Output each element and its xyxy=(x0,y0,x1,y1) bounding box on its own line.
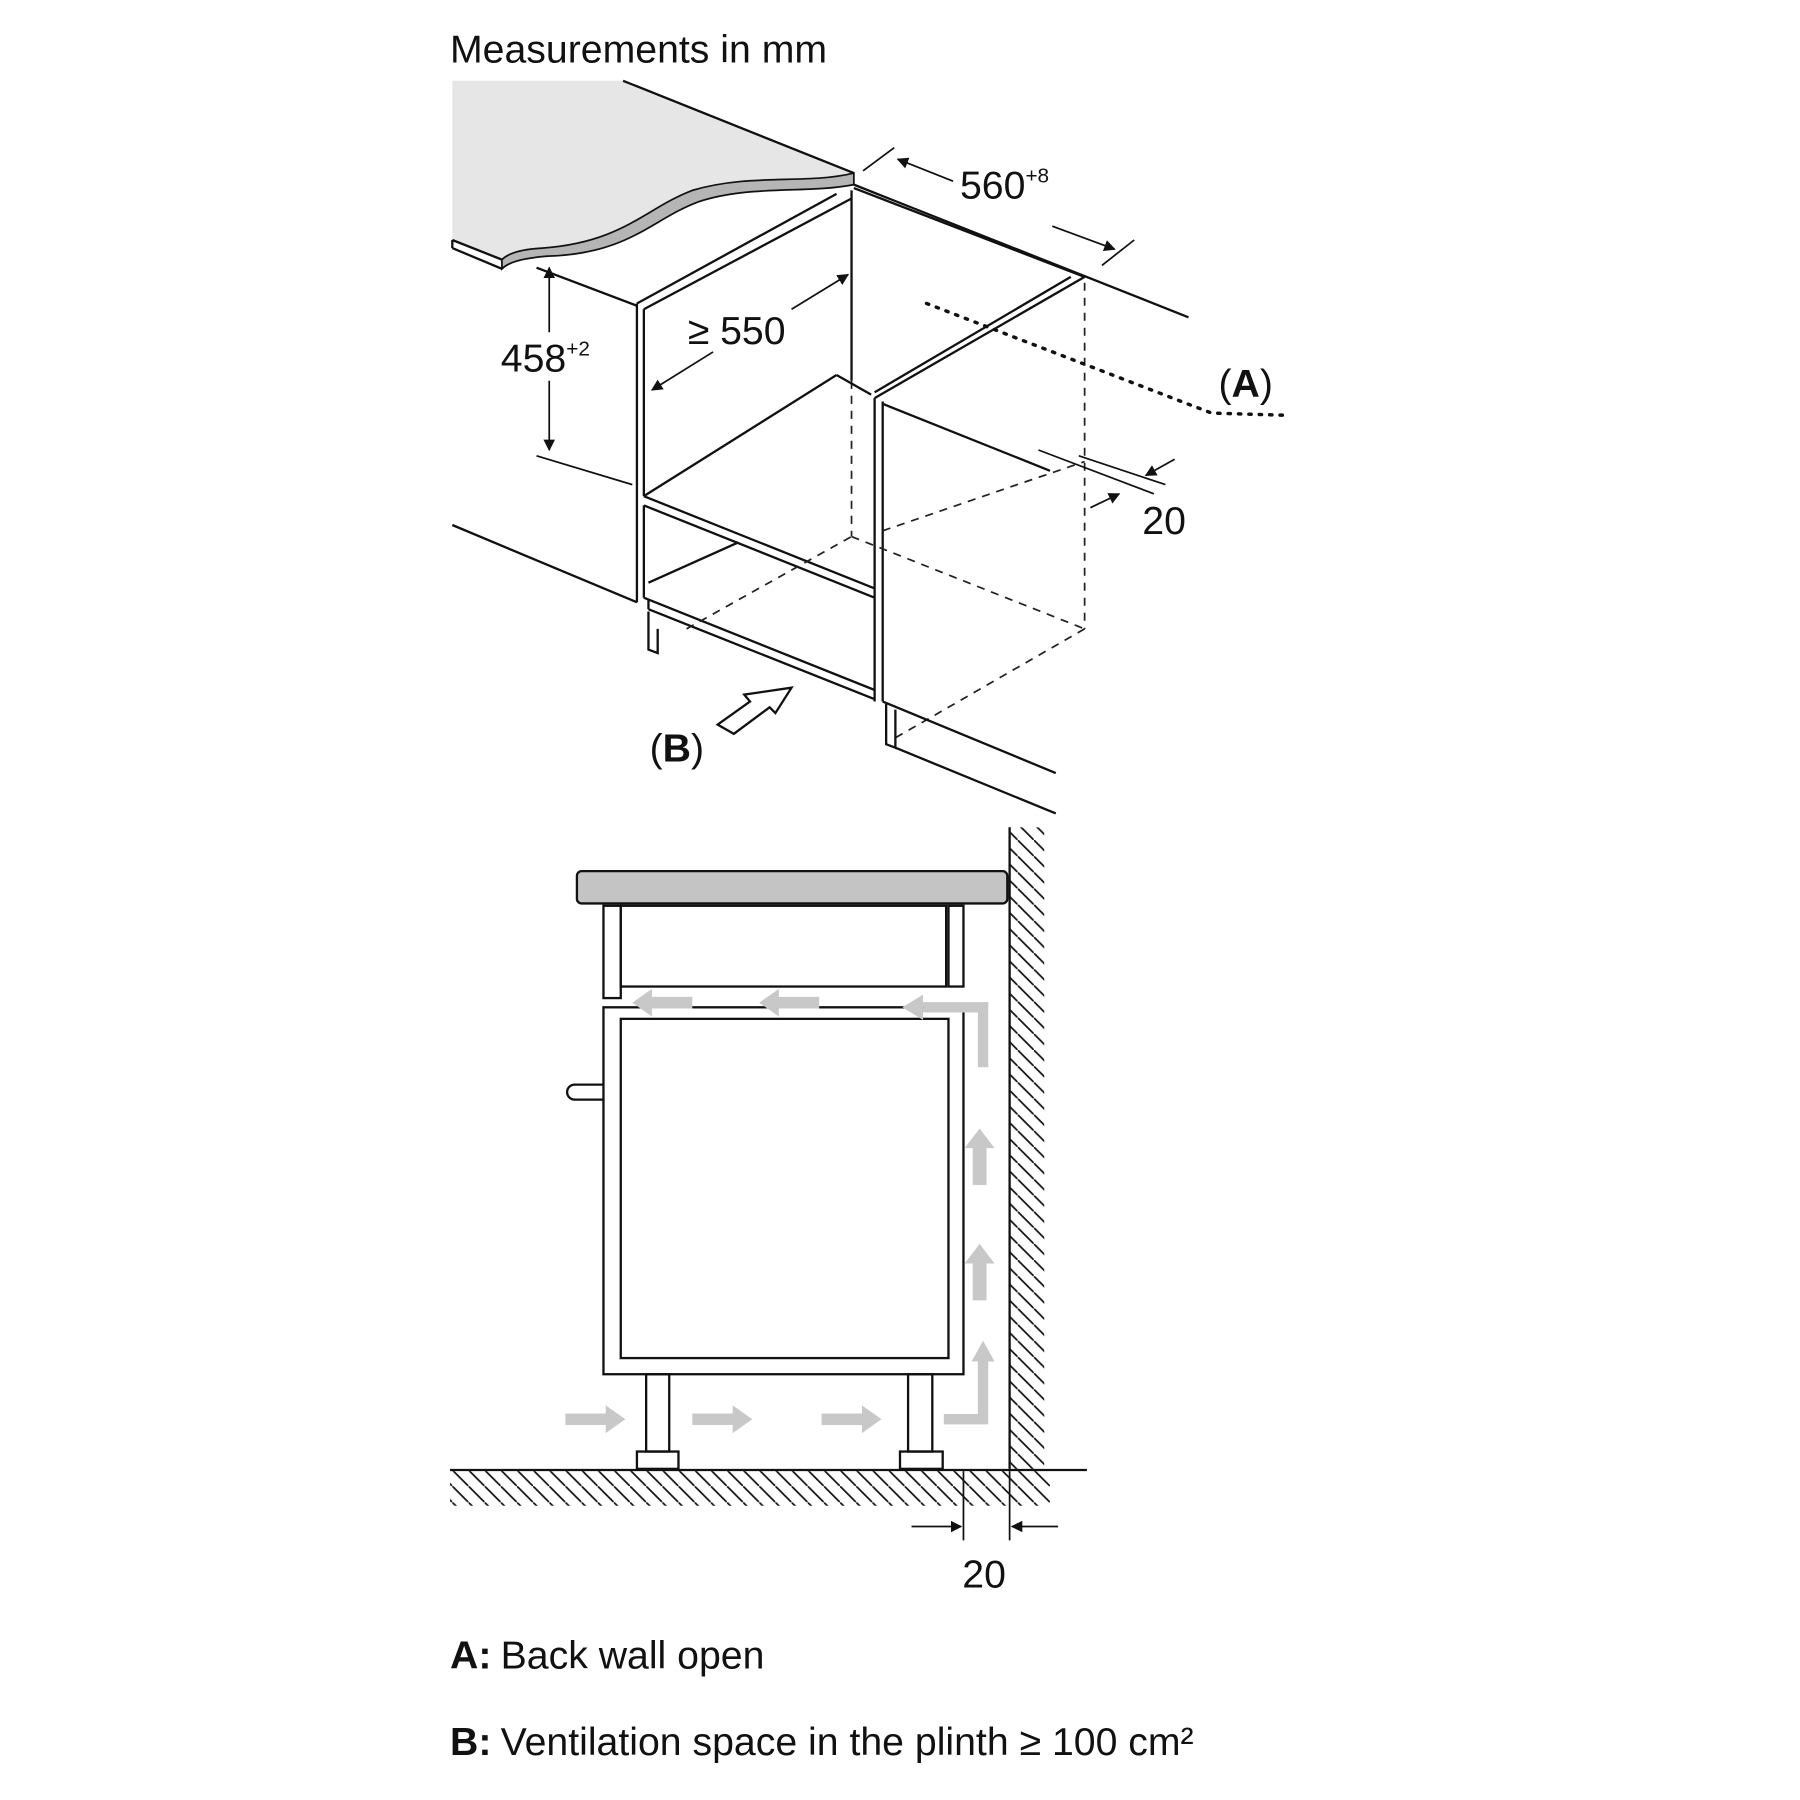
dim-gap-side: 20 xyxy=(962,1553,1006,1597)
dim-gap-top: 20 xyxy=(1142,499,1186,543)
dim-depth: ≥ 550 xyxy=(688,309,786,353)
countertop-section xyxy=(575,870,1009,905)
legend-item-a: A:Back wall open xyxy=(450,1633,764,1677)
airflow-arrows xyxy=(565,988,995,1434)
dim-width: 560+8 xyxy=(960,163,1049,207)
dim-height: 458+2 xyxy=(501,337,590,381)
wall-hatch xyxy=(1009,827,1045,1469)
countertop xyxy=(452,80,854,260)
oven-body xyxy=(602,1006,965,1376)
floor-hatch xyxy=(450,1471,1050,1506)
ventilation-arrow xyxy=(715,686,794,736)
callout-a: (A) xyxy=(1218,362,1272,406)
legend: A:Back wall open B:Ventilation space in … xyxy=(450,1633,1194,1764)
callout-b: (B) xyxy=(650,727,704,771)
measurements-title: Measurements in mm xyxy=(450,27,827,71)
isometric-view: 560+8 ≥ 550 458+2 20 (A) (B) xyxy=(451,79,1292,815)
side-section-view: 20 xyxy=(449,827,1087,1597)
oven-handle xyxy=(566,1083,604,1101)
legend-item-b: B:Ventilation space in the plinth ≥ 100 … xyxy=(450,1720,1194,1764)
